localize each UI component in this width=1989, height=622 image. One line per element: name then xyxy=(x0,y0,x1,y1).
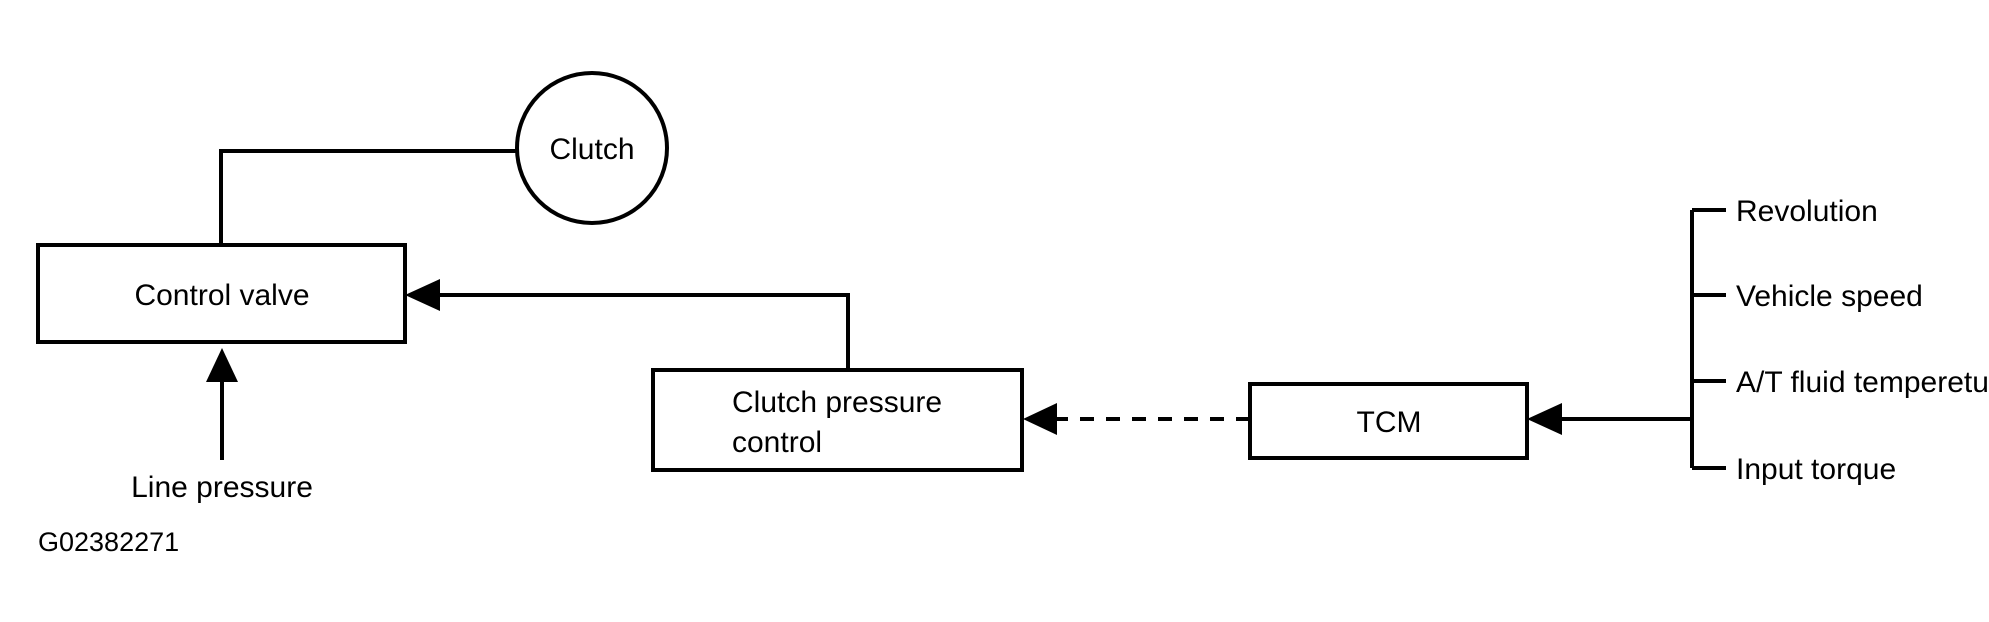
clutch-pressure-control-label-line2: control xyxy=(732,426,822,459)
node-clutch[interactable]: Clutch xyxy=(515,71,669,225)
line-pressure-label: Line pressure xyxy=(131,471,313,504)
arrow-head-line-pressure xyxy=(206,348,238,382)
clutch-pressure-to-control-valve-path xyxy=(426,293,850,370)
tcm-input-label-input-torque: Input torque xyxy=(1736,453,1896,486)
node-tcm[interactable]: TCM xyxy=(1248,382,1529,460)
figure-id-label: G02382271 xyxy=(38,527,179,557)
connector-clutch-pressure-control-to-control-valve xyxy=(405,279,850,370)
arrow-head-into-control-valve xyxy=(405,279,440,311)
tcm-input-label-revolution: Revolution xyxy=(1736,195,1878,228)
connector-control-valve-to-clutch xyxy=(219,149,519,245)
control-valve-label: Control valve xyxy=(134,279,309,312)
clutch-label: Clutch xyxy=(549,133,634,166)
connector-line-pressure-to-control-valve xyxy=(206,348,238,460)
tcm-input-bracket xyxy=(1690,208,1726,470)
arrow-head-into-tcm xyxy=(1527,403,1562,435)
tcm-input-label-at-fluid-tempereture: A/T fluid tempereture xyxy=(1736,366,1989,399)
connector-tcm-to-clutch-pressure-control xyxy=(1023,403,1250,435)
control-valve-box-shape xyxy=(36,243,407,344)
node-clutch-pressure-control[interactable]: Clutch pressure control xyxy=(651,368,1024,472)
tcm-input-label-vehicle-speed: Vehicle speed xyxy=(1736,280,1923,313)
clutch-link-path xyxy=(219,149,519,245)
arrow-head-into-clutch-pressure-control xyxy=(1023,403,1057,435)
clutch-pressure-control-box-shape xyxy=(651,368,1024,472)
tcm-label: TCM xyxy=(1357,406,1422,439)
connector-inputs-to-tcm xyxy=(1527,403,1692,435)
clutch-circle-shape xyxy=(515,71,669,225)
tcm-input-labels: Revolution Vehicle speed A/T fluid tempe… xyxy=(1736,195,1989,486)
tcm-box-shape xyxy=(1248,382,1529,460)
node-control-valve[interactable]: Control valve xyxy=(36,243,407,344)
clutch-pressure-control-label-line1: Clutch pressure xyxy=(732,386,942,419)
